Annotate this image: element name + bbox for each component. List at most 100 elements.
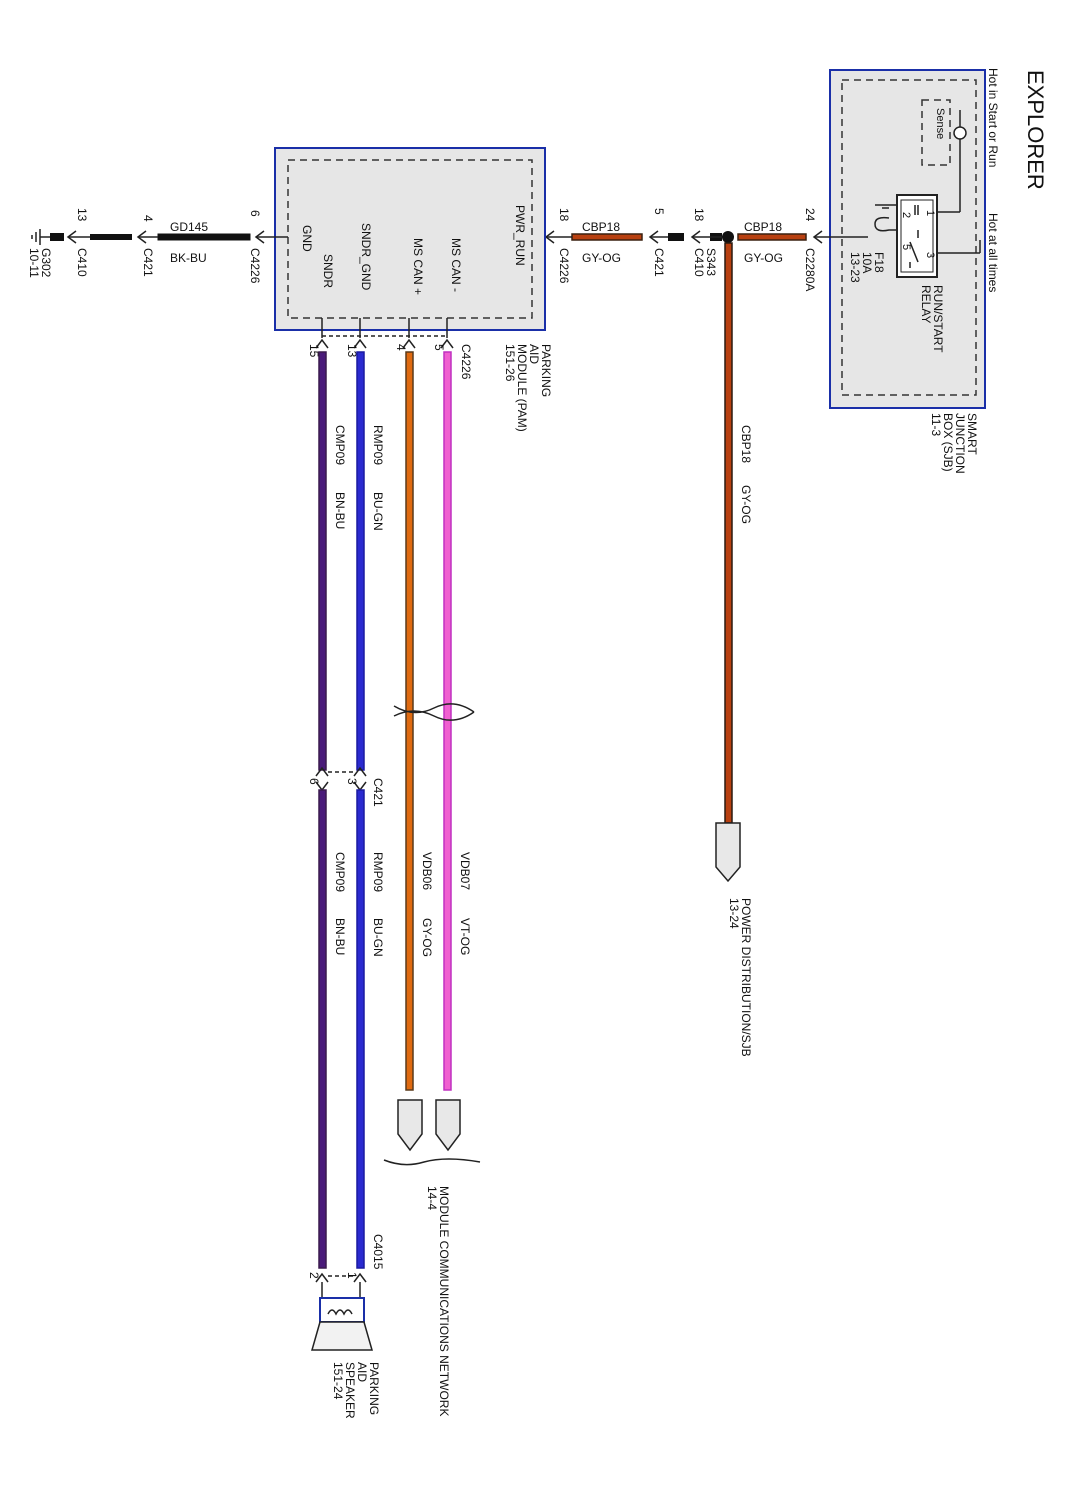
wire-vdb06: [405, 351, 414, 1091]
page-title: EXPLORER: [1023, 70, 1048, 190]
speaker-coil-icon: [327, 1309, 353, 1316]
c421-mid-label: C421: [371, 778, 385, 807]
power-distribution-label: POWER DISTRIBUTION/SJB: [739, 898, 753, 1057]
c4226-gnd-label: C4226: [248, 248, 262, 284]
pam-pin-gnd: GND: [300, 225, 314, 252]
power-distribution-arrow-icon: [715, 822, 741, 883]
relay-label-line-2: RELAY: [919, 285, 933, 323]
cbp18-label-a: CBP18: [744, 220, 782, 234]
pam-name-line-4: 151-26: [503, 344, 517, 382]
c421-gnd-pin: 4: [141, 215, 155, 222]
cmp09-label-upper: CMP09: [333, 425, 347, 465]
wire-cbp18-sjb: [737, 233, 807, 241]
wire-gd145: [157, 233, 251, 241]
vdb06-label: VDB06: [420, 852, 434, 890]
pam-pin-ms-can-plus: MS CAN +: [411, 238, 425, 295]
sjb-hot-start-run-label: Hot in Start or Run: [986, 68, 1000, 167]
wire-vdb07: [443, 351, 452, 1091]
c421-pin: 5: [652, 208, 666, 215]
power-distribution-ref: 13-24: [727, 898, 741, 929]
speaker-name-line-1: PARKING: [367, 1362, 381, 1415]
gy-og-branch-label: GY-OG: [739, 485, 753, 524]
c4015-pin-2: 2: [307, 1272, 321, 1279]
vt-og-label: VT-OG: [458, 918, 472, 955]
c4015-label: C4015: [371, 1234, 385, 1270]
gy-og-label-a: GY-OG: [744, 251, 783, 265]
c4226-pwr-pin: 18: [557, 208, 571, 222]
c4226-pin-13: 13: [345, 344, 359, 358]
c4226-pin-5: 5: [432, 344, 446, 351]
speaker-name-line-2: AID: [355, 1362, 369, 1382]
sjb-hot-all-times-label: Hot at all times: [986, 213, 1000, 292]
g302-ref: 10-11: [27, 248, 41, 278]
run-start-relay: [896, 194, 938, 278]
speaker-name-line-4: 151-24: [331, 1362, 345, 1400]
mcn-brace-icon: [383, 1158, 481, 1166]
sjb-box: Hot in Start or Run Hot at all times SMA…: [829, 68, 1000, 474]
bu-gn-label-lower: BU-GN: [371, 918, 385, 957]
c410-gnd-pin: 13: [75, 208, 89, 222]
parking-aid-speaker: PARKING AID SPEAKER 151-24: [311, 1282, 381, 1419]
c4015-pin-2-icon: [315, 1272, 329, 1283]
c421-arrow-icon: [648, 230, 659, 244]
relay-label-line-1: RUN/START: [931, 285, 945, 353]
c2280a-label: C2280A: [803, 248, 817, 291]
twisted-pair-icon: [393, 703, 475, 721]
s343-splice: [722, 231, 734, 243]
c4226-pin-13-icon: [353, 338, 367, 349]
fuse-label-line-3: 13-23: [848, 252, 862, 283]
c410-label: C410: [692, 248, 706, 277]
c4226-pin-15: 15: [307, 344, 321, 358]
cbp18-branch-label: CBP18: [739, 425, 753, 463]
c421-gnd-arrow-icon: [136, 230, 147, 244]
pam-pin-ms-can-minus: MS CAN -: [449, 238, 463, 292]
c4226-bottom-label: C4226: [459, 344, 473, 380]
c421-gnd-label: C421: [141, 248, 155, 277]
cmp09-label-lower: CMP09: [333, 852, 347, 892]
rmp09-label-lower: RMP09: [371, 852, 385, 892]
gy-og-label-b: GY-OG: [582, 251, 621, 265]
c421-mid-pin-3: 3: [345, 778, 359, 785]
mcn-label: MODULE COMMUNICATIONS NETWORK: [437, 1186, 451, 1416]
relay-pin-1: 1: [924, 210, 936, 216]
sjb-name-line-2: JUNCTION: [953, 413, 967, 474]
g302-label: G302: [39, 248, 53, 278]
sjb-name-line-3: BOX (SJB): [941, 413, 955, 472]
wire-rmp09-lower: [356, 789, 365, 1269]
sense-label: Sense: [934, 108, 946, 139]
sjb-name-line-1: SMART: [965, 413, 979, 455]
c410-gnd-label: C410: [75, 248, 89, 277]
c421-label: C421: [652, 248, 666, 277]
g302-ground-icon: [31, 229, 41, 245]
s343-label: S343: [704, 248, 718, 276]
pam-box: PWR_RUN MS CAN - MS CAN + SNDR_GND SNDR …: [274, 147, 553, 432]
pam-pin-sndr: SNDR: [321, 254, 335, 288]
ground-run: 6 C4226 GD145 BK-BU 4 C421 13 C410 G302 …: [27, 208, 288, 284]
sjb-name-line-4: 11-3: [929, 413, 943, 436]
fuse-label-line-2: 10A: [860, 252, 874, 273]
c2280a-arrow-icon: [812, 230, 823, 244]
relay-switch-icon: [909, 241, 919, 268]
c410-arrow-icon: [690, 230, 701, 244]
wire-cbp18-branch: [724, 242, 733, 824]
c4226-pin-5-icon: [440, 338, 454, 349]
relay-pin-5: 5: [900, 244, 912, 250]
vdb07-arrow-icon: [435, 1099, 461, 1152]
wire-rmp09-upper: [356, 351, 365, 771]
mcn-ref: 14-4: [425, 1186, 439, 1210]
c410-gnd-arrow-icon: [66, 230, 77, 244]
wire-cmp09-lower: [318, 789, 327, 1269]
c4226-gnd-arrow-icon: [254, 230, 265, 244]
c4226-pwr-label: C4226: [557, 248, 571, 284]
speaker-cone-icon: [311, 1321, 373, 1351]
bu-gn-label-upper: BU-GN: [371, 492, 385, 531]
c4015-pin-1-icon: [353, 1272, 367, 1283]
gd145-label: GD145: [170, 220, 208, 234]
c421-mid-pin-6: 6: [307, 778, 321, 785]
c4226-pin-4-icon: [402, 338, 416, 349]
pam-name-line-3: MODULE (PAM): [515, 344, 529, 432]
wire-cmp09-upper: [318, 351, 327, 771]
sense-terminal-icon: [953, 126, 967, 140]
relay-pin-2: 2: [900, 212, 912, 218]
